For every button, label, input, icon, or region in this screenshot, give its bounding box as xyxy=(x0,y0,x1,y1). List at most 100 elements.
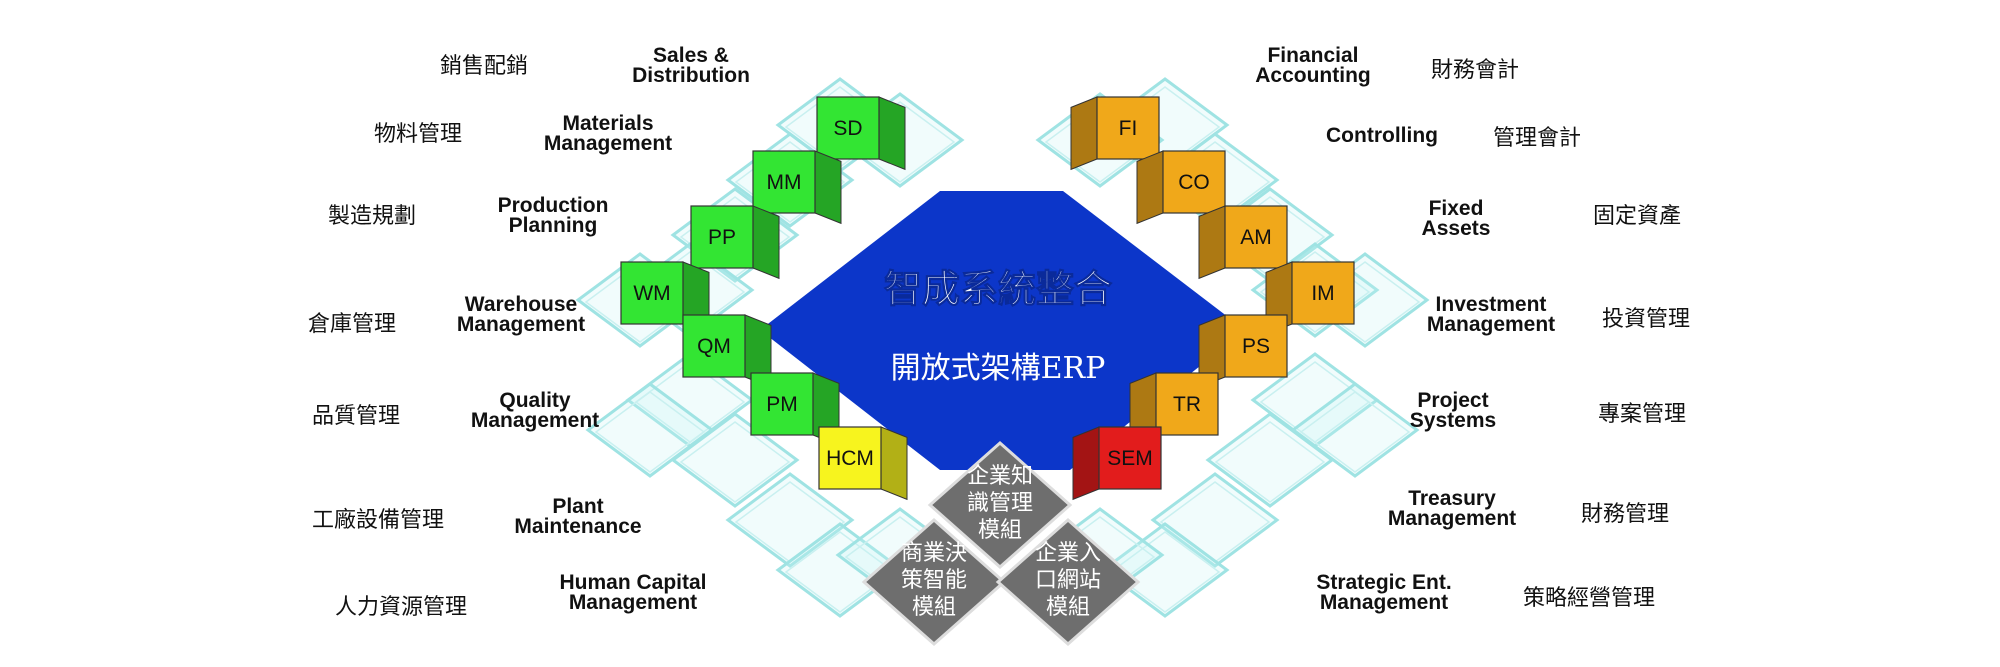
cube-qm[interactable]: QM xyxy=(682,314,772,389)
cube-am[interactable]: AM xyxy=(1198,205,1288,280)
cube-hcm-label: HCM xyxy=(826,447,874,470)
label-co-zh: 管理會計 xyxy=(1492,126,1582,151)
label-co-en: Controlling xyxy=(1326,124,1438,147)
glass-frame-inner xyxy=(1299,391,1411,473)
cube-am-label: AM xyxy=(1240,226,1272,249)
module-cubes: SD MM PP WM QM PM HCM FI CO AM IM PS TR SEM xyxy=(620,96,1355,501)
cube-sd-face xyxy=(816,96,880,160)
cube-mm-label: MM xyxy=(767,171,802,194)
cube-sem-label: SEM xyxy=(1107,447,1153,470)
label-mm-zh: 物料管理 xyxy=(373,122,463,147)
extra-module-line: 模組 xyxy=(912,595,956,620)
cube-am-face xyxy=(1224,205,1288,269)
cube-qm-label: QM xyxy=(697,335,731,358)
glass-frame xyxy=(775,522,905,618)
cube-co-side xyxy=(1136,150,1164,225)
cube-pp-label: PP xyxy=(708,226,736,249)
label-am-zh: 固定資產 xyxy=(1592,204,1682,229)
glass-frame xyxy=(1100,522,1230,618)
glass-frame-inner xyxy=(679,421,791,503)
label-sd-en: Sales &Distribution xyxy=(632,44,750,87)
glass-frame xyxy=(585,382,715,478)
cube-sem[interactable]: SEM xyxy=(1072,426,1162,501)
glass-frame-inner xyxy=(1214,421,1326,503)
cube-hcm-face xyxy=(818,426,882,490)
cube-wm-label: WM xyxy=(633,282,670,305)
label-fi-zh: 財務會計 xyxy=(1430,58,1520,83)
cube-mm-face xyxy=(752,150,816,214)
label-sd-zh: 銷售配銷 xyxy=(439,54,529,79)
cube-pp[interactable]: PP xyxy=(690,205,780,280)
cube-sem-face xyxy=(1098,426,1162,490)
cube-sd-label: SD xyxy=(833,117,862,140)
extra-module-line: 識管理 xyxy=(967,491,1033,516)
label-qm-zh: 品質管理 xyxy=(311,404,401,429)
label-ps-zh: 專案管理 xyxy=(1597,402,1687,427)
cube-sd[interactable]: SD xyxy=(816,96,906,171)
cube-am-side xyxy=(1198,205,1226,280)
cube-pm-label: PM xyxy=(766,393,798,416)
cube-hcm[interactable]: HCM xyxy=(818,426,908,501)
extra-module-line: 商業決 xyxy=(901,541,967,566)
glass-frame-inner xyxy=(1109,531,1221,613)
label-sem-en: Strategic Ent.Management xyxy=(1316,571,1452,614)
cube-sd-side xyxy=(878,96,906,171)
extra-module-line: 策智能 xyxy=(901,568,967,593)
cube-tr-face xyxy=(1155,372,1219,436)
center-subtitle: 開放式架構ERP xyxy=(891,351,1106,386)
cube-fi[interactable]: FI xyxy=(1070,96,1160,171)
cube-ps-face xyxy=(1224,314,1288,378)
extra-module-diamond xyxy=(927,440,1073,570)
cube-im-label: IM xyxy=(1311,282,1334,305)
cube-co-face xyxy=(1162,150,1226,214)
extra-module-line: 企業入 xyxy=(1035,541,1101,566)
cube-qm-face xyxy=(682,314,746,378)
cube-fi-face xyxy=(1096,96,1160,160)
cube-sem-side xyxy=(1072,426,1100,501)
glass-frame-inner xyxy=(784,531,896,613)
label-im-zh: 投資管理 xyxy=(1601,307,1691,332)
cube-pp-face xyxy=(690,205,754,269)
extra-module-diamond xyxy=(861,517,1007,647)
glass-frame xyxy=(725,472,855,568)
cube-hcm-side xyxy=(880,426,908,501)
cube-wm-face xyxy=(620,261,684,325)
extra-module-diamond xyxy=(995,517,1141,647)
extra-module-line: 模組 xyxy=(1046,595,1090,620)
label-wm-zh: 倉庫管理 xyxy=(307,312,397,337)
glass-frame xyxy=(1290,382,1420,478)
label-sem-zh: 策略經營管理 xyxy=(1522,586,1656,611)
cube-mm-side xyxy=(814,150,842,225)
label-hcm-zh: 人力資源管理 xyxy=(334,595,468,620)
cube-mm[interactable]: MM xyxy=(752,150,842,225)
cube-ps[interactable]: PS xyxy=(1198,314,1288,389)
cube-tr-label: TR xyxy=(1173,393,1201,416)
cube-co[interactable]: CO xyxy=(1136,150,1226,225)
label-tr-zh: 財務管理 xyxy=(1580,502,1670,527)
extra-module-line: 企業知 xyxy=(967,464,1033,489)
extra-module-line: 口網站 xyxy=(1035,568,1101,593)
glass-frame xyxy=(1150,472,1280,568)
cube-fi-side xyxy=(1070,96,1098,171)
label-pp-zh: 製造規劃 xyxy=(327,204,417,229)
extra-module-line: 模組 xyxy=(978,518,1022,543)
cube-co-label: CO xyxy=(1178,171,1210,194)
cube-fi-label: FI xyxy=(1119,117,1138,140)
